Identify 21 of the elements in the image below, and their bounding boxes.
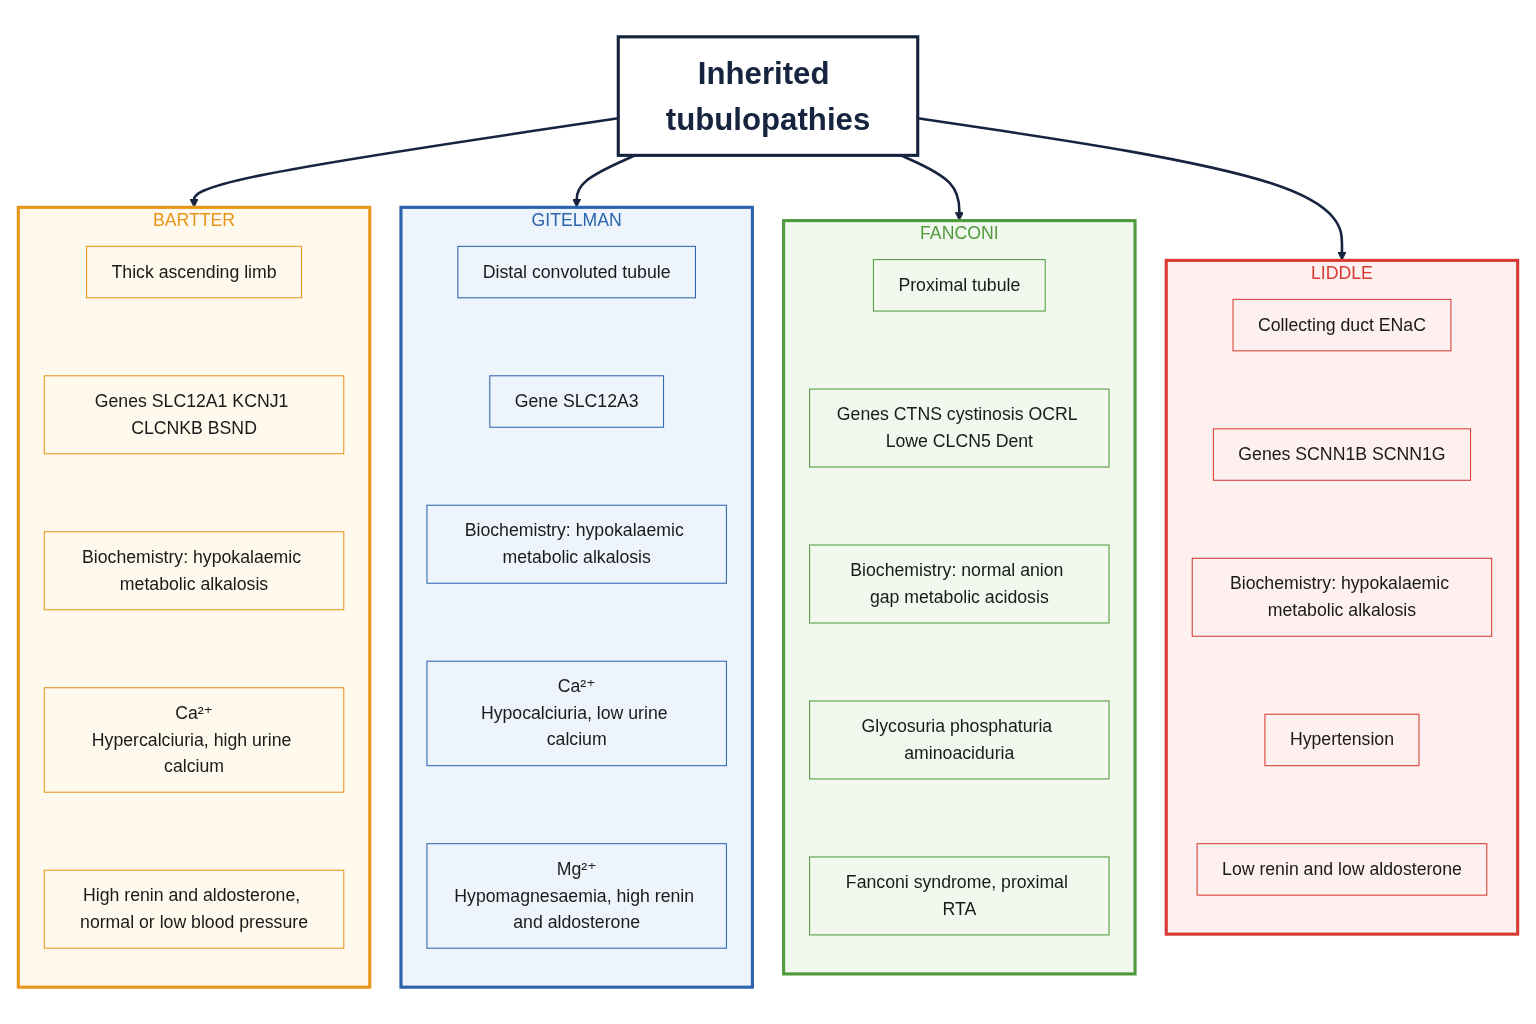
node-box: Inherited tubulopathies [616, 35, 920, 157]
node-box: Genes SCNN1B SCNN1G [1212, 428, 1472, 481]
node-box: High renin and aldosterone, normal or low blood pressure [43, 869, 345, 949]
node-box: Biochemistry: hypokalaemic metabolic alkalosis [43, 531, 345, 611]
node-box: Hypertension [1264, 713, 1420, 767]
node-box: Low renin and low aldosterone [1196, 843, 1488, 896]
node-box: Proximal tubule [872, 259, 1046, 312]
node-box: Thick ascending limb [86, 245, 303, 299]
node-box: Glycosuria phosphaturia aminoaciduria [809, 700, 1110, 780]
node-box: Mg²⁺ Hypomagnesaemia, high renin and aldosterone [426, 843, 727, 949]
node-box: Ca²⁺ Hypocalciuria, low urine calcium [426, 660, 727, 767]
node-box: Biochemistry: normal anion gap metabolic acidosis [809, 544, 1110, 624]
node-box: Fanconi syndrome, proximal RTA [809, 856, 1110, 936]
node-box: Biochemistry: hypokalaemic metabolic alkalosis [426, 504, 727, 584]
node-box: Ca²⁺ Hypercalciuria, high urine calcium [43, 687, 345, 793]
node-box: Genes SLC12A1 KCNJ1 CLCNKB BSND [43, 375, 345, 455]
node-box: Gene SLC12A3 [489, 375, 665, 428]
node-box: Genes CTNS cystinosis OCRL Lowe CLCN5 Dent [809, 388, 1110, 468]
node-box: Distal convoluted tubule [457, 245, 696, 299]
node-box: Biochemistry: hypokalaemic metabolic alkalosis [1191, 557, 1493, 637]
node-box: Collecting duct ENaC [1232, 298, 1452, 352]
